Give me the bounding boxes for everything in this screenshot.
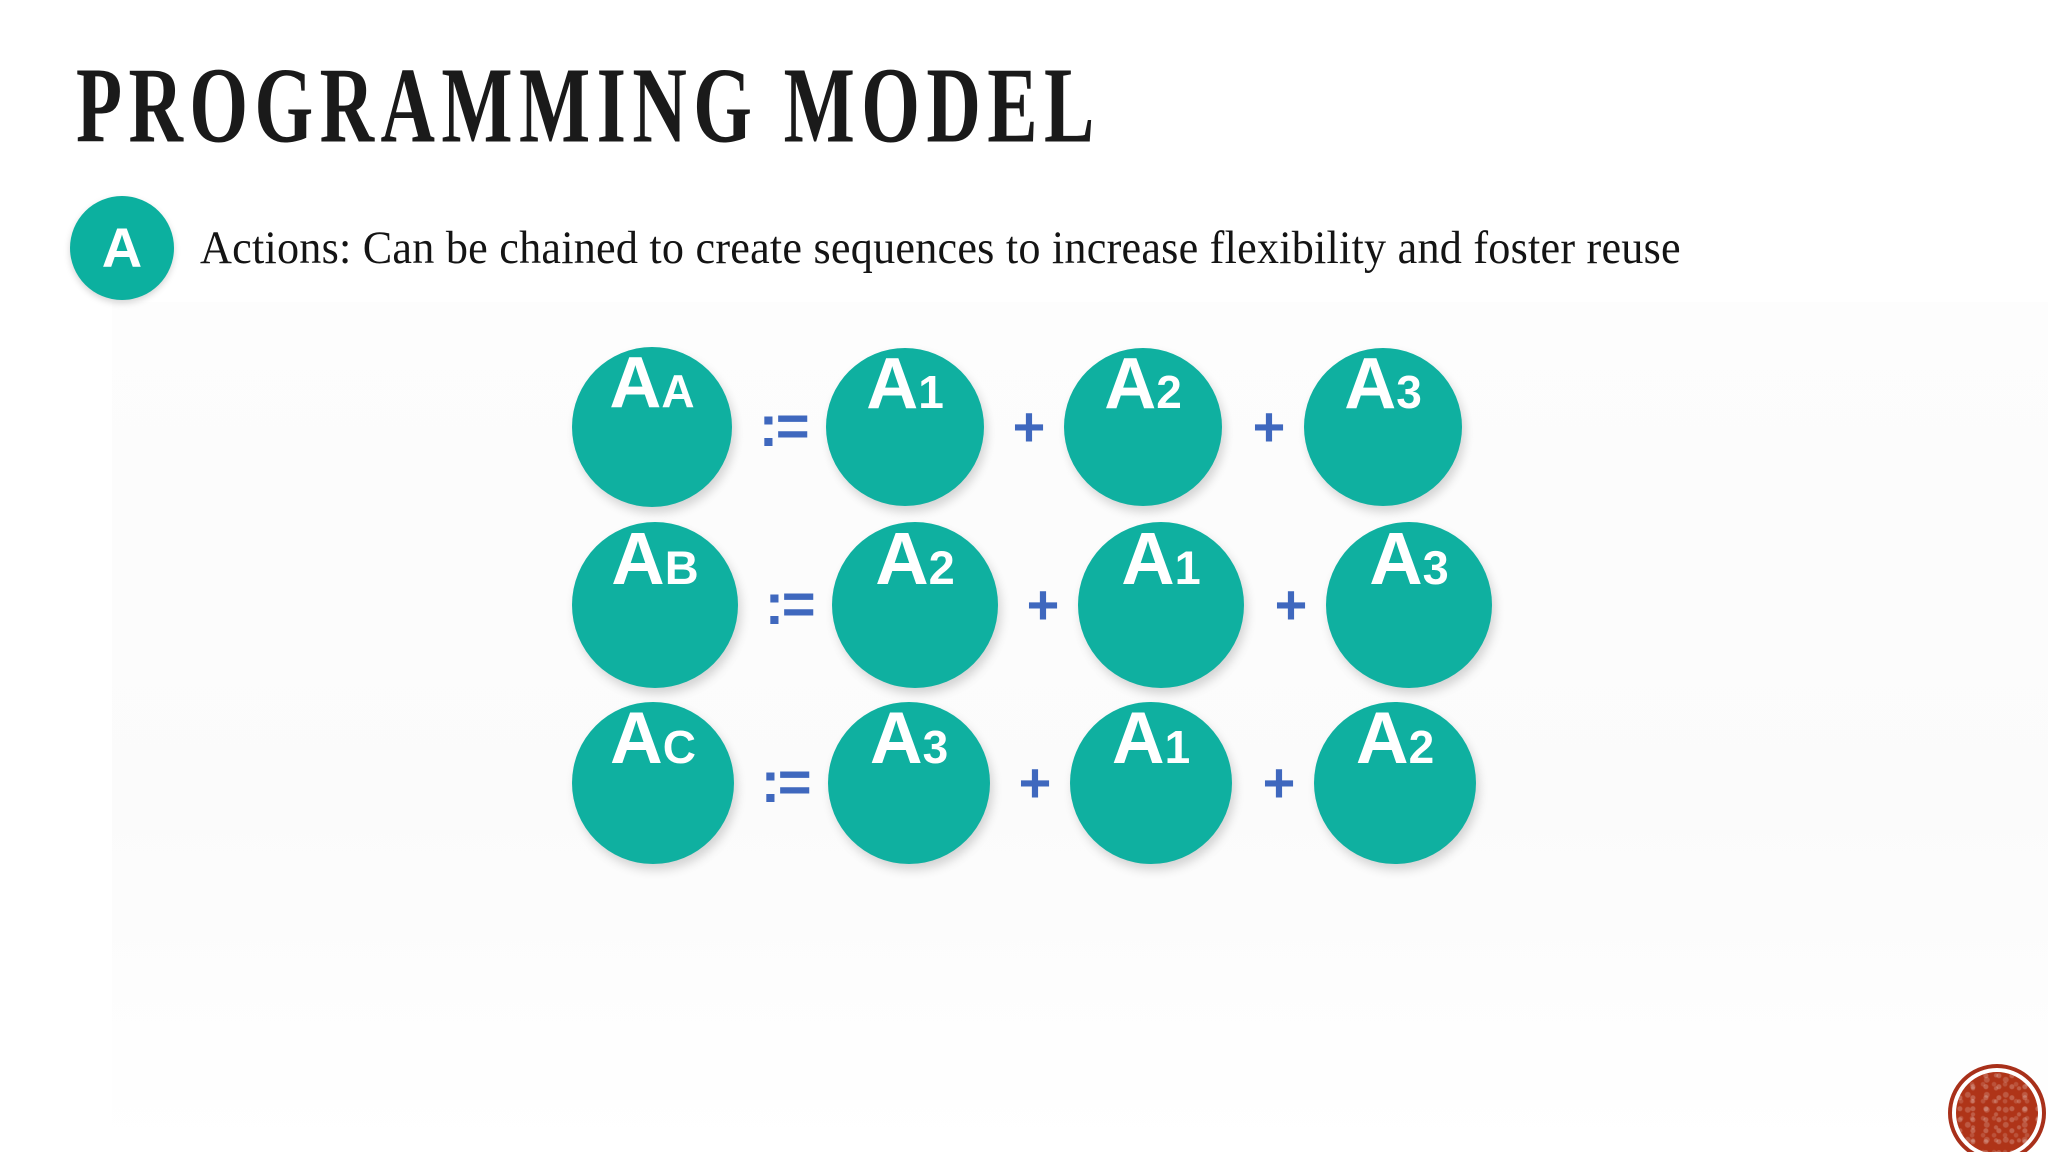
node-term: A 3 [1326,522,1492,688]
plus-operator: + [1026,573,1060,636]
equation-row: A C := A 3 + A 1 + A 2 [572,694,1492,872]
page-title: Programming Model [76,44,1101,166]
node-term: A 1 [1078,522,1244,688]
node-subscript-label: 1 [918,366,944,418]
node-subscript-label: A [661,365,695,417]
node-term: A 2 [1064,348,1222,506]
plus-operator: + [1252,395,1286,458]
plus-operator: + [1012,395,1046,458]
plus-operator: + [1274,573,1308,636]
node-term: A 2 [1314,702,1476,864]
bullet-badge-letter: A [101,216,143,279]
equation-row: A A := A 1 + A 2 + A 3 [572,338,1492,516]
node-term: A 1 [1070,702,1232,864]
plus-operator: + [1262,751,1296,814]
wax-seal-icon [1952,1068,2042,1152]
node-subscript-label: 3 [1422,541,1449,594]
node-lead: A B [572,522,738,688]
node-base-label: A [1355,698,1409,779]
node-base-label: A [1111,698,1165,779]
node-base-label: A [866,344,919,424]
node-term: A 1 [826,348,984,506]
node-term: A 3 [1304,348,1462,506]
node-term: A 2 [832,522,998,688]
assign-operator: := [758,394,810,459]
equation-grid: A A := A 1 + A 2 + A 3 A [572,338,1492,872]
node-subscript-label: 2 [928,541,955,594]
plus-operator: + [1018,751,1052,814]
node-base-label: A [611,517,665,600]
bullet-badge-icon: A [70,196,174,300]
bullet-text: Actions: Can be chained to create sequen… [200,222,1681,274]
node-subscript-label: 2 [1156,366,1182,418]
node-subscript-label: 3 [1396,366,1422,418]
node-base-label: A [869,698,923,779]
node-subscript-label: 1 [1174,541,1201,594]
node-base-label: A [1369,517,1423,600]
node-base-label: A [875,517,929,600]
bullet-row: A Actions: Can be chained to create sequ… [70,196,1775,300]
node-subscript-label: C [662,721,696,773]
node-subscript-label: B [664,541,699,594]
node-lead: A C [572,702,734,864]
assign-operator: := [764,572,816,637]
equation-row: A B := A 2 + A 1 + A 3 [572,516,1492,694]
node-lead: A A [572,347,732,507]
node-base-label: A [1121,517,1175,600]
node-subscript-label: 3 [922,721,949,773]
node-subscript-label: 2 [1408,721,1435,773]
node-subscript-label: 1 [1164,721,1191,773]
node-base-label: A [1104,344,1157,424]
node-term: A 3 [828,702,990,864]
node-base-label: A [609,343,662,423]
node-base-label: A [610,698,663,779]
assign-operator: := [760,750,812,815]
node-base-label: A [1344,344,1397,424]
